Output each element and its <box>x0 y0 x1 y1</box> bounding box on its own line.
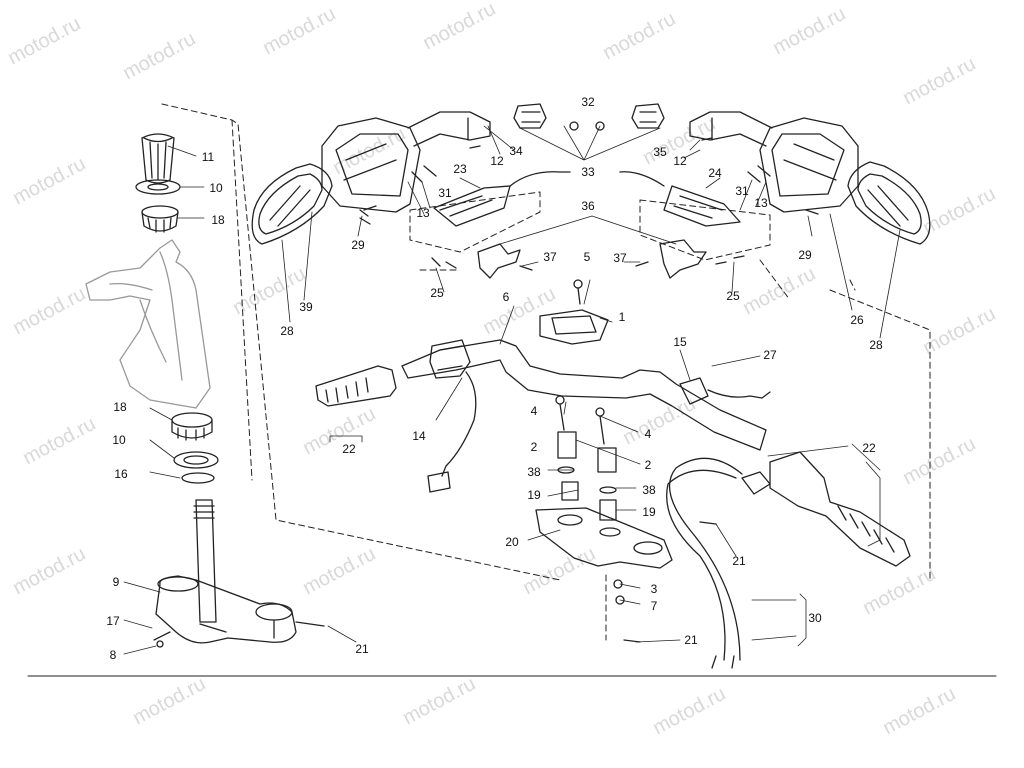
part-label: 31 <box>735 184 749 198</box>
part-label: 27 <box>763 348 777 362</box>
part-label: 29 <box>798 248 812 262</box>
handlebar-risers <box>557 431 617 521</box>
lower-bearing-stack <box>171 412 219 484</box>
part-label: 28 <box>869 338 883 352</box>
part-label: 12 <box>490 154 504 168</box>
part-label: 22 <box>862 441 876 455</box>
part-label: 21 <box>684 633 698 647</box>
part-label: 15 <box>673 335 687 349</box>
part-label: 6 <box>502 290 510 304</box>
part-label: 14 <box>412 429 426 443</box>
part-label: 26 <box>850 313 864 327</box>
part-label: 17 <box>106 614 120 628</box>
part-label: 34 <box>509 144 523 158</box>
part-label: 11 <box>201 150 215 164</box>
screws <box>363 205 819 271</box>
part-label: 25 <box>726 289 740 303</box>
part-label: 38 <box>642 483 656 497</box>
part-label: 5 <box>583 250 591 264</box>
part-label: 9 <box>112 575 120 589</box>
part-label: 28 <box>280 324 294 338</box>
part-label: 3 <box>650 582 658 596</box>
left-handlebar <box>315 339 767 493</box>
part-label: 13 <box>754 196 768 210</box>
part-label: 21 <box>355 642 369 656</box>
upper-clamp <box>539 279 609 445</box>
part-label: 22 <box>342 442 356 456</box>
leader-lines <box>123 125 901 655</box>
lower-triple-clamp <box>153 499 325 648</box>
part-label: 13 <box>416 206 430 220</box>
part-label: 38 <box>527 465 541 479</box>
right-mirror-bracket <box>689 111 859 213</box>
part-label: 19 <box>527 488 541 502</box>
part-label: 1 <box>618 310 626 324</box>
upper-triple-clamp <box>535 507 717 643</box>
part-label: 21 <box>732 554 746 568</box>
part-label: 10 <box>112 433 126 447</box>
part-label: 16 <box>114 467 128 481</box>
part-label: 30 <box>808 611 822 625</box>
part-label: 29 <box>351 238 365 252</box>
part-label: 35 <box>653 145 667 159</box>
part-label: 12 <box>673 154 687 168</box>
part-label: 32 <box>581 95 595 109</box>
part-label: 25 <box>430 286 444 300</box>
left-mirror-bracket <box>321 111 491 225</box>
indicator-brackets <box>477 239 707 279</box>
throttle-cables <box>666 457 743 669</box>
frame-head-tube <box>85 239 211 409</box>
part-label: 37 <box>613 251 627 265</box>
part-label: 7 <box>650 599 658 613</box>
mirror-clamps <box>469 103 713 149</box>
part-label: 36 <box>581 199 595 213</box>
turn-indicators <box>411 165 771 227</box>
part-label: 37 <box>543 250 557 264</box>
part-label: 39 <box>299 300 313 314</box>
part-label: 8 <box>109 648 117 662</box>
part-label: 18 <box>113 400 127 414</box>
part-label: 10 <box>209 181 223 195</box>
part-label: 33 <box>581 165 595 179</box>
part-label: 19 <box>642 505 656 519</box>
part-label: 4 <box>644 427 652 441</box>
part-label: 2 <box>530 440 538 454</box>
right-mirror <box>847 161 931 245</box>
part-label: 31 <box>438 186 452 200</box>
part-label: 23 <box>453 162 467 176</box>
assembly-outline-dashed <box>161 103 931 641</box>
part-label: 4 <box>530 404 538 418</box>
part-label: 18 <box>211 213 225 227</box>
upper-bearing-stack <box>135 133 181 233</box>
right-handlebar <box>679 377 911 567</box>
part-label: 20 <box>505 535 519 549</box>
part-label: 24 <box>708 166 722 180</box>
left-mirror <box>251 163 333 245</box>
part-label: 2 <box>644 458 652 472</box>
